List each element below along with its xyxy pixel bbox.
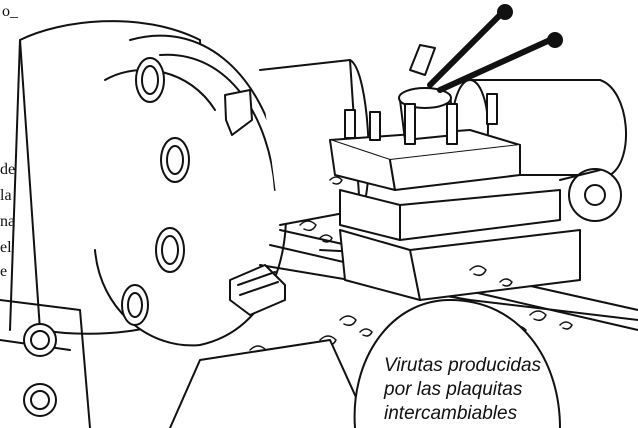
page-fragment-line-4: el xyxy=(0,239,12,256)
tool-post xyxy=(344,87,498,145)
caption-bubble xyxy=(353,299,561,428)
page-fragment-top: o_ xyxy=(2,3,18,20)
page-fragment-line-3: na xyxy=(0,213,16,230)
chip-pile xyxy=(169,339,371,428)
insert-block xyxy=(229,264,286,316)
levers xyxy=(409,4,563,93)
caption: Virutas producidas por las plaquitas int… xyxy=(360,340,600,428)
page-fragment-line-2: la xyxy=(0,187,12,204)
page-fragment-line-1: de xyxy=(0,161,16,178)
caption-line-3: intercambiables xyxy=(384,403,518,424)
caption-line-2: por las plaquitas xyxy=(384,379,523,400)
left-rings xyxy=(23,323,57,417)
page-fragment-line-5: e xyxy=(0,263,8,280)
caption-line-1: Virutas producidas xyxy=(384,355,542,376)
chuck xyxy=(94,34,288,347)
